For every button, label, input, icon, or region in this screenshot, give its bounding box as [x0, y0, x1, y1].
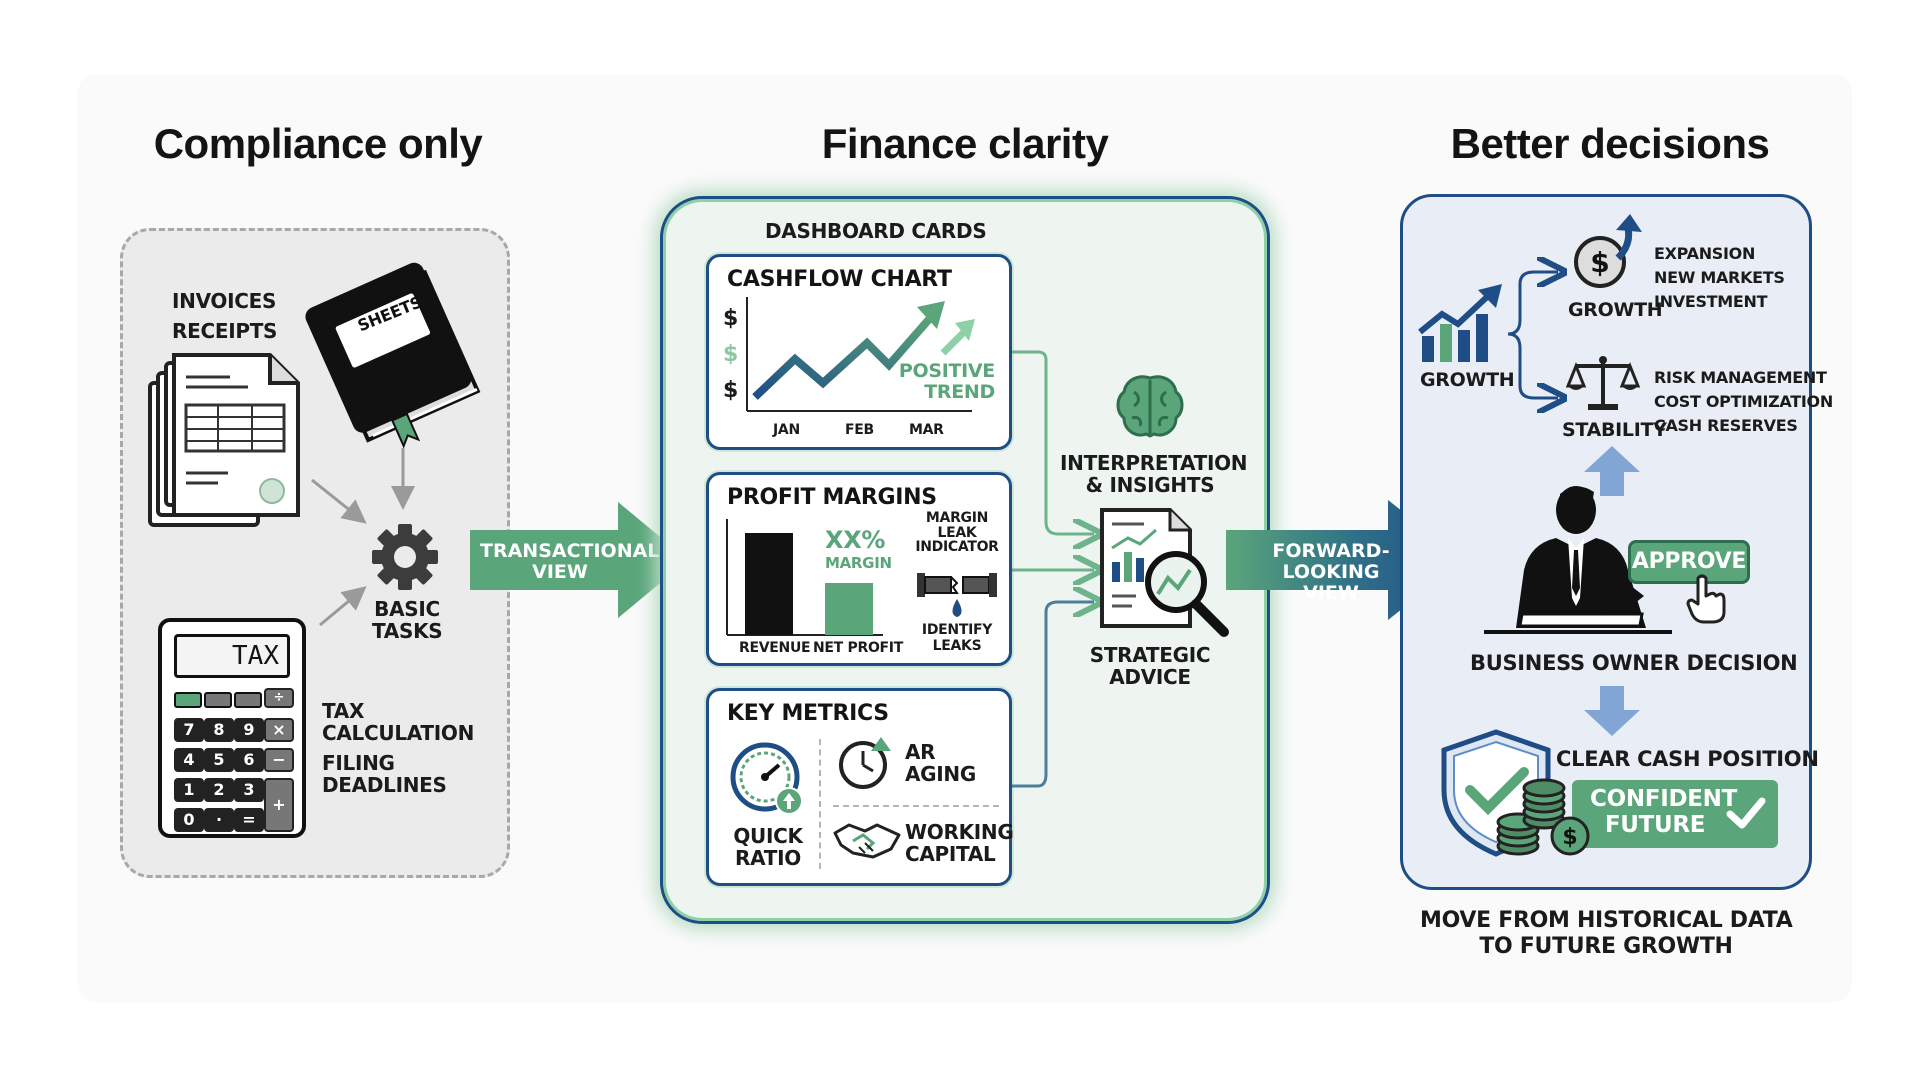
tasks-label: BASIC TASKS: [372, 597, 443, 644]
check-icon: [1726, 797, 1766, 829]
calculator-key: 2: [204, 778, 234, 802]
key-metrics-card: KEY METRICS QUICK RATIO AR AGING: [706, 688, 1014, 886]
calculator-key: 6: [234, 748, 264, 772]
cashflow-y-label: $: [723, 342, 739, 367]
gear-icon: [372, 524, 438, 590]
up-arrow-icon: [1584, 446, 1640, 496]
compliance-title: Compliance only: [153, 120, 483, 167]
document-stack-icon: [148, 353, 300, 527]
calculator-key: 1: [174, 778, 204, 802]
calculator-key: ×: [264, 718, 294, 742]
decisions-title: Better decisions: [1450, 120, 1770, 167]
stability-items-list: RISK MANAGEMENT COST OPTIMIZATION CASH R…: [1654, 368, 1833, 435]
working-capital-label: WORKING CAPITAL: [905, 820, 1014, 867]
calculator-screen: TAX: [174, 634, 290, 678]
hand-cursor-icon: [1686, 574, 1726, 624]
margin-value: XX%: [825, 526, 886, 554]
identify-leaks-label: IDENTIFY LEAKS: [921, 622, 993, 654]
calculator-top-key: [234, 692, 262, 708]
metrics-divider-h: [833, 805, 999, 807]
cash-position-label: CLEAR CASH POSITION: [1556, 747, 1819, 771]
calculator-key: ·: [204, 808, 234, 832]
calculator-key: 0: [174, 808, 204, 832]
cashflow-x-label: FEB: [845, 422, 874, 438]
calculator-key: ÷: [264, 688, 294, 708]
calculator-key: 9: [234, 718, 264, 742]
clarity-title: Finance clarity: [821, 120, 1109, 167]
coin-stack-icon: $: [1496, 778, 1590, 856]
calculator-icon: TAX ÷ 7 8 9 × 4 5 6 − 1 2 3 + 0 · =: [158, 618, 306, 838]
docs-to-tasks-arrows: [311, 448, 415, 627]
insights-label: INTERPRETATION & INSIGHTS: [1060, 451, 1248, 498]
cashflow-card: CASHFLOW CHART $ $ $ POSITIVE TREND JAN …: [706, 254, 1012, 450]
dollar-coin-icon: $: [1574, 214, 1642, 288]
cashflow-x-label: JAN: [773, 422, 800, 438]
calculator-top-key: [204, 692, 232, 708]
growth-bars-icon: [1418, 284, 1502, 362]
stability-label: STABILITY: [1562, 419, 1667, 441]
advice-label: STRATEGIC ADVICE: [1089, 643, 1211, 690]
magnifier-report-icon: [1100, 508, 1229, 637]
calculator-key: −: [264, 748, 294, 772]
approve-button-label: APPROVE: [1631, 549, 1747, 574]
brain-icon: [1116, 375, 1184, 438]
ledger-book-icon: [305, 262, 481, 449]
cards-to-insights-connectors: [1012, 350, 1132, 788]
calculator-key: 5: [204, 748, 234, 772]
line-chart-icon: [746, 297, 975, 412]
transactional-view-arrow: [470, 502, 688, 618]
cashflow-title: CASHFLOW CHART: [727, 267, 952, 292]
dashboard-label: DASHBOARD CARDS: [765, 219, 987, 243]
key-metrics-title: KEY METRICS: [727, 701, 889, 726]
profit-margins-title: PROFIT MARGINS: [727, 485, 937, 510]
cashflow-x-label: MAR: [909, 422, 944, 438]
forward-looking-view-label: FORWARD-LOOKING VIEW: [1272, 540, 1390, 604]
docs-label: INVOICES RECEIPTS: [172, 289, 278, 344]
cashflow-y-label: $: [723, 378, 739, 403]
calculator-key: =: [234, 808, 264, 832]
ar-aging-label: AR AGING: [905, 740, 976, 787]
growth-items-list: EXPANSION NEW MARKETS INVESTMENT: [1654, 244, 1785, 311]
approve-button[interactable]: APPROVE: [1628, 540, 1750, 584]
tax-label: TAX CALCULATION: [322, 699, 475, 746]
clock-icon: [839, 737, 891, 789]
calculator-key: 7: [174, 718, 204, 742]
growth-branch-connector: [1507, 262, 1576, 412]
owner-decision-label: BUSINESS OWNER DECISION: [1470, 651, 1798, 675]
confident-future-banner: [1572, 780, 1778, 848]
svg-text:$: $: [1590, 246, 1609, 279]
net-profit-label: NET PROFIT: [813, 640, 903, 656]
leak-indicator-label: MARGIN LEAK INDICATOR: [915, 510, 999, 556]
calculator-key: +: [264, 778, 294, 832]
calculator-green-key: [174, 692, 202, 708]
margin-label: MARGIN: [825, 554, 892, 572]
calculator-key: 4: [174, 748, 204, 772]
positive-trend-label: POSITIVE TREND: [898, 360, 995, 404]
profit-margins-card: PROFIT MARGINS XX% MARGIN REVENUE NET PR…: [706, 472, 1012, 666]
quick-ratio-label: QUICK RATIO: [733, 824, 803, 871]
svg-text:$: $: [1562, 825, 1577, 850]
broken-pipe-icon: [917, 573, 997, 617]
metrics-divider: [819, 739, 821, 869]
gauge-icon: [730, 742, 803, 815]
calculator-key: 8: [204, 718, 234, 742]
growth-main-label: GROWTH: [1420, 369, 1515, 391]
calculator-key: 3: [234, 778, 264, 802]
balance-scale-icon: [1565, 356, 1641, 410]
businessman-icon: [1484, 486, 1672, 634]
filing-label: FILING DEADLINES: [322, 751, 447, 798]
down-arrow-icon: [1584, 686, 1640, 736]
revenue-label: REVENUE: [739, 640, 811, 656]
confident-future-label: CONFIDENT FUTURE: [1590, 786, 1737, 839]
transactional-view-label: TRANSACTIONAL VIEW: [480, 540, 660, 583]
bar-chart-icon: [726, 519, 883, 636]
handshake-icon: [833, 823, 901, 859]
footer-caption: MOVE FROM HISTORICAL DATA TO FUTURE GROW…: [1420, 908, 1793, 960]
growth-branch-label: GROWTH: [1568, 299, 1663, 321]
cashflow-y-label: $: [723, 306, 739, 331]
